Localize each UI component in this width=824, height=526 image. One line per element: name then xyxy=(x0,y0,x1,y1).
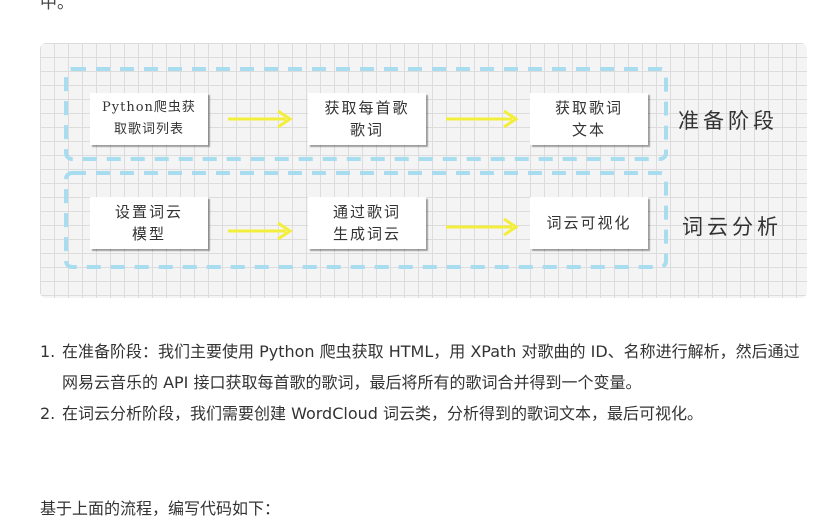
steps-list: 1. 在准备阶段：我们主要使用 Python 爬虫获取 HTML，用 XPath… xyxy=(40,336,800,429)
note-box-python-crawler: Python爬虫获取歌词列表 xyxy=(90,93,208,145)
note-box-get-each-song-lyrics: 获取每首歌歌词 xyxy=(308,93,426,145)
list-item: 2. 在词云分析阶段，我们需要创建 WordCloud 词云类，分析得到的歌词文… xyxy=(40,404,704,423)
arrow-icon xyxy=(228,109,293,129)
dashed-groups xyxy=(64,67,668,269)
note-box-generate-wordcloud: 通过歌词生成词云 xyxy=(308,197,426,249)
step-text: 在词云分析阶段，我们需要创建 WordCloud 词云类，分析得到的歌词文本，最… xyxy=(62,404,704,423)
arrow-icon xyxy=(446,109,519,129)
stage-label-prepare: 准备阶段 xyxy=(678,109,778,133)
arrow-icon xyxy=(446,217,519,237)
note-box-set-wordcloud-model: 设置词云模型 xyxy=(90,197,208,249)
note-box-wordcloud-visualize: 词云可视化 xyxy=(530,197,648,249)
list-item: 1. 在准备阶段：我们主要使用 Python 爬虫获取 HTML，用 XPath… xyxy=(40,342,800,392)
stage-label-analysis: 词云分析 xyxy=(682,215,782,239)
top-text-fragment: 中。 xyxy=(40,0,74,13)
arrow-icon xyxy=(228,221,293,241)
closing-paragraph: 基于上面的流程，编写代码如下： xyxy=(40,499,281,518)
step-text: 在准备阶段：我们主要使用 Python 爬虫获取 HTML，用 XPath 对歌… xyxy=(62,342,800,392)
note-box-get-lyrics-text: 获取歌词文本 xyxy=(530,93,648,145)
flow-diagram: Python爬虫获取歌词列表 获取每首歌歌词 获取歌词文本 准备阶段 设置词云模… xyxy=(40,43,807,298)
